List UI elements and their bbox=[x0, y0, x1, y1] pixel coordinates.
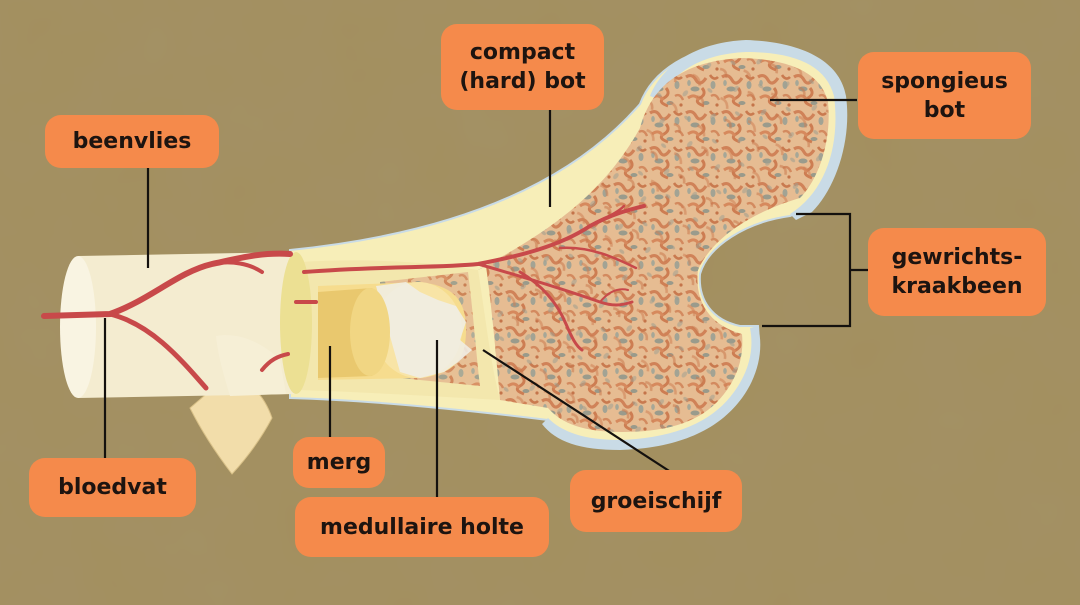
label-medullaire-holte-text: medullaire holte bbox=[320, 514, 524, 540]
marrow-core-end bbox=[350, 288, 390, 376]
label-compact-bot-line2: (hard) bot bbox=[459, 69, 586, 94]
label-groeischijf: groeischijf bbox=[570, 470, 742, 532]
label-gewrichtskraakbeen-line2: kraakbeen bbox=[891, 274, 1023, 299]
label-compact-bot: compact (hard) bot bbox=[441, 24, 604, 110]
label-gewrichtskraakbeen-line1: gewrichts- bbox=[891, 245, 1023, 270]
label-groeischijf-text: groeischijf bbox=[590, 488, 722, 514]
label-bloedvat: bloedvat bbox=[29, 458, 196, 517]
blood-vessels bbox=[41, 204, 646, 391]
label-spongieus-bot-line2: bot bbox=[923, 97, 966, 123]
label-gewrichtskraakbeen: gewrichts- kraakbeen bbox=[868, 228, 1046, 316]
label-spongieus-bot-line1: spongieus bbox=[881, 68, 1008, 94]
label-spongieus-bot: spongieus bot bbox=[858, 52, 1031, 139]
periosteum-sleeve-end bbox=[60, 256, 96, 398]
marrow-torn-edge bbox=[376, 282, 472, 378]
periosteum-cut-edge bbox=[280, 252, 312, 394]
label-beenvlies: beenvlies bbox=[45, 115, 219, 168]
label-medullaire-holte: medullaire holte bbox=[295, 497, 549, 557]
leader-lines bbox=[103, 98, 868, 497]
label-beenvlies-text: beenvlies bbox=[72, 129, 192, 154]
periosteum-peel bbox=[216, 335, 286, 396]
articular-cartilage-lower bbox=[542, 326, 761, 450]
label-merg-text: merg bbox=[306, 450, 372, 475]
label-merg: merg bbox=[293, 437, 385, 488]
label-compact-bot-line1: compact bbox=[469, 40, 576, 65]
label-bloedvat-text: bloedvat bbox=[58, 475, 167, 500]
spongy-bone-texture bbox=[478, 58, 829, 432]
